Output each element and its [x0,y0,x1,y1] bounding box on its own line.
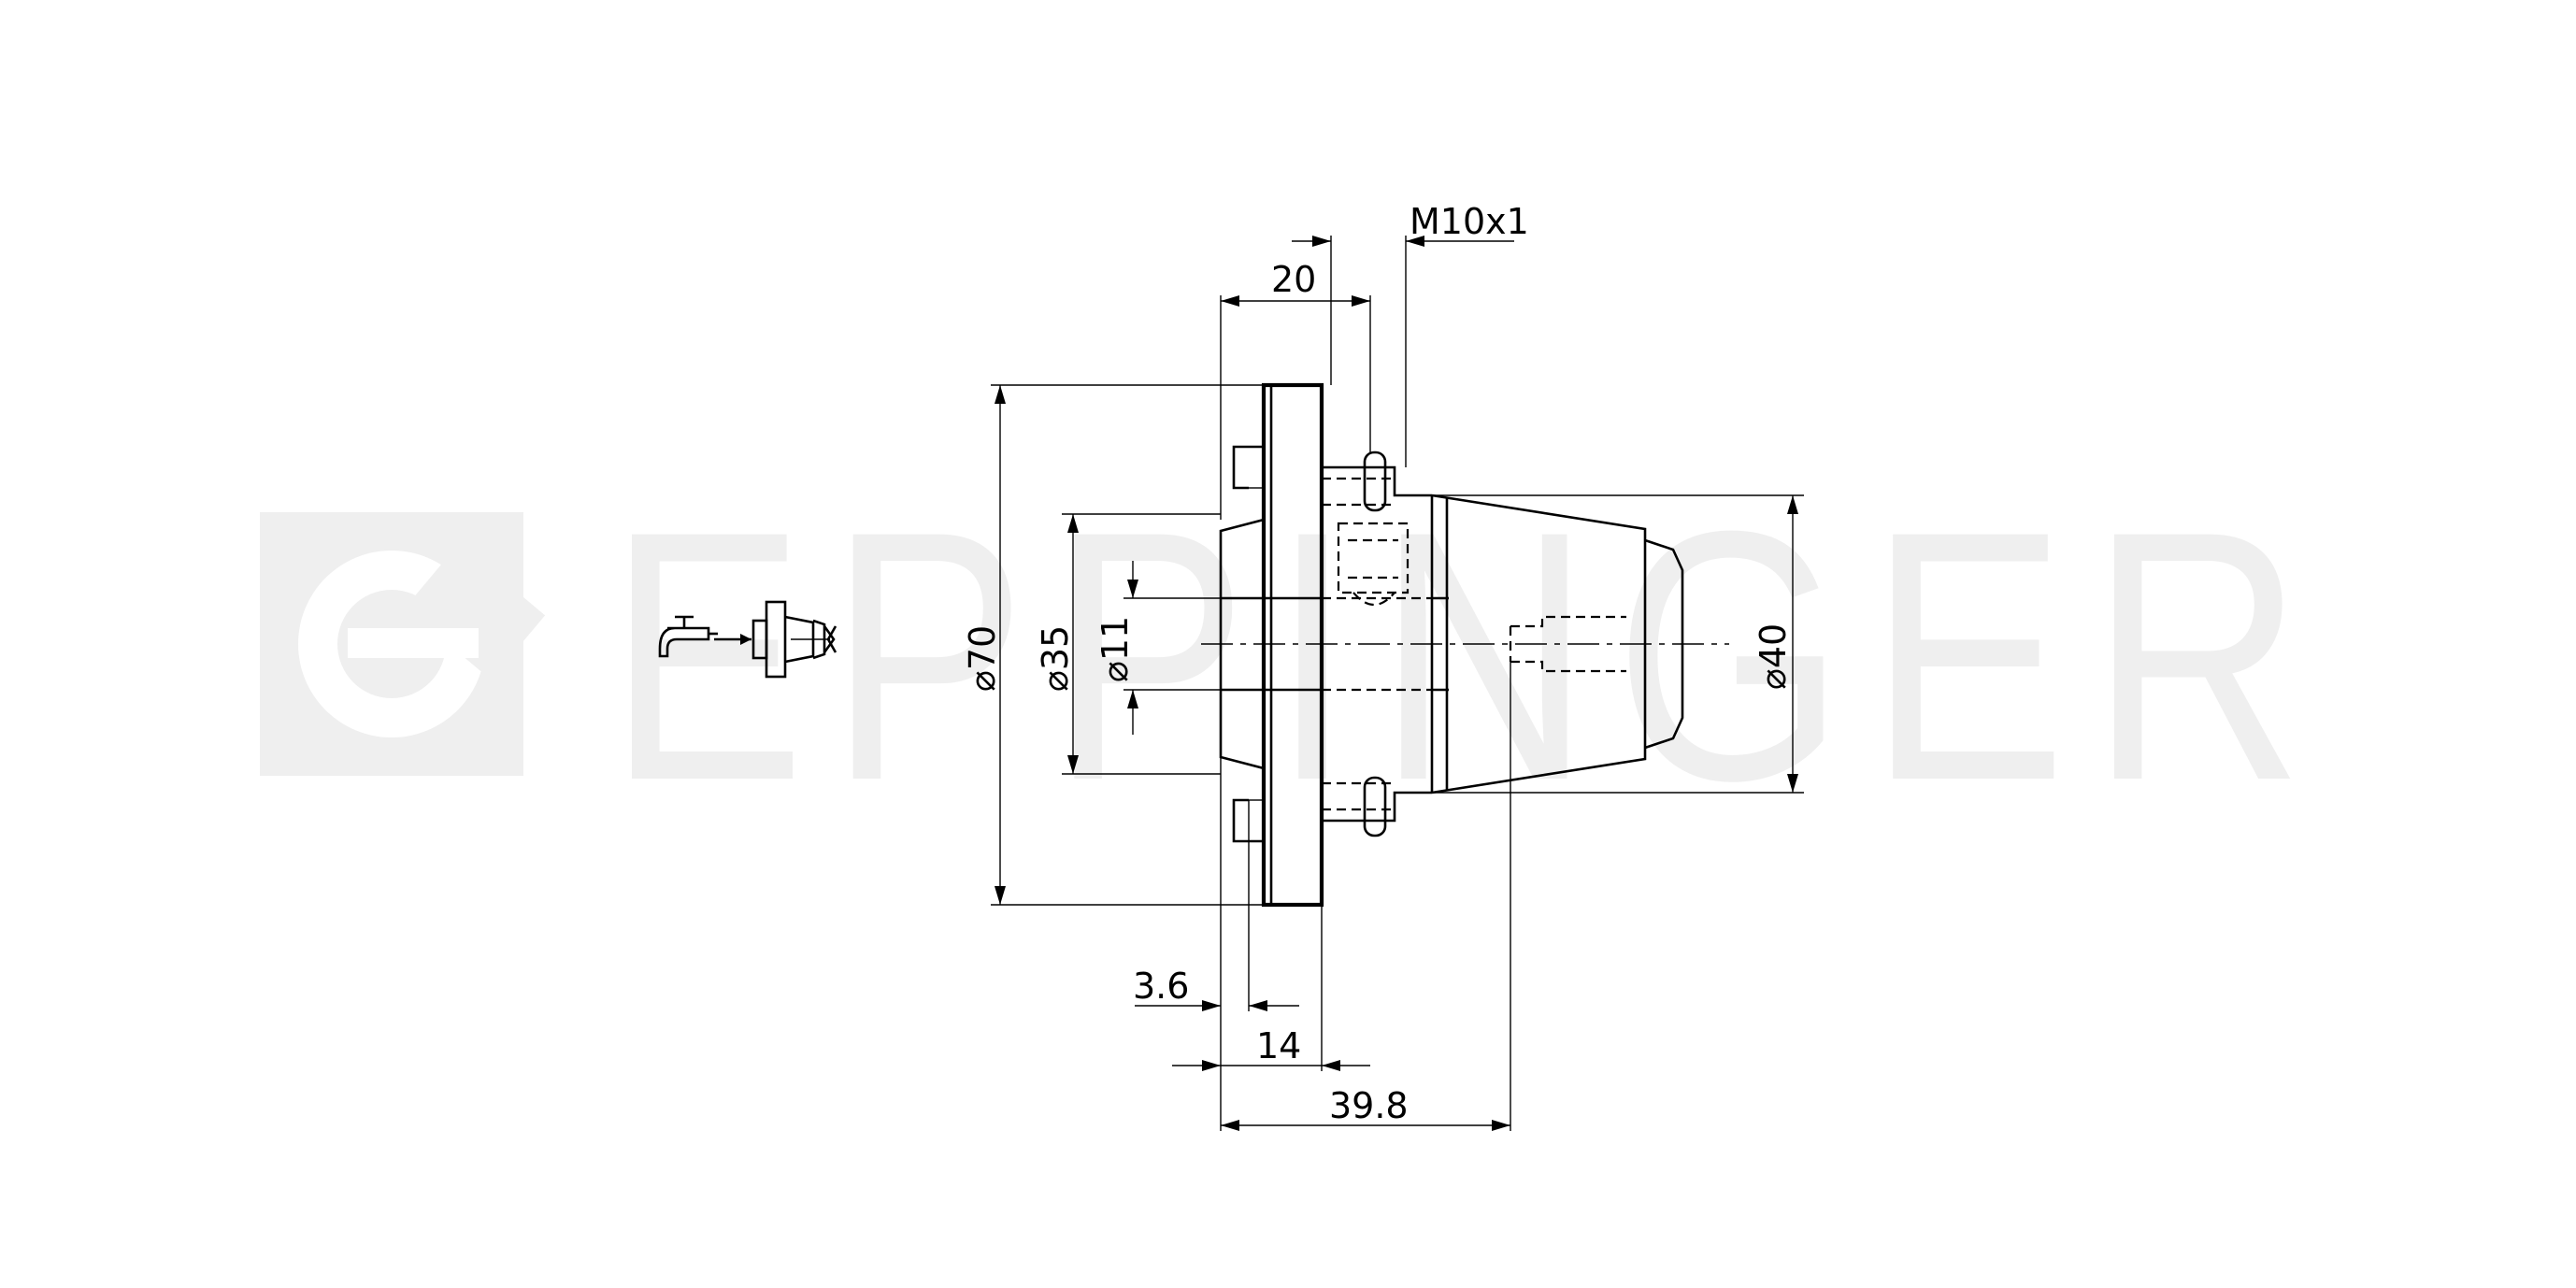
dim-thread-m10x1: M10x1 [1292,201,1529,467]
holder-body [1219,382,1684,908]
tool-holder-icon [714,600,837,679]
dim-label-70: ⌀70 [962,625,1003,692]
dim-label-39-8: 39.8 [1329,1085,1409,1126]
dim-diameter-35: ⌀35 [1035,513,1221,775]
dim-label-35: ⌀35 [1035,625,1076,692]
dim-label-40: ⌀40 [1753,623,1794,690]
watermark-logo-mark [298,543,546,737]
dim-length-20: 20 [1220,259,1371,520]
dim-diameter-11: ⌀11 [1095,561,1221,735]
dim-diameter-70: ⌀70 [962,384,1264,906]
dim-label-11: ⌀11 [1095,616,1136,682]
eppinger-watermark: EPPINGER [260,457,2327,854]
dim-length-14: 14 [1172,757,1370,1131]
dim-length-3-6: 3.6 [1133,800,1299,1011]
dim-label-20: 20 [1271,259,1316,300]
dim-length-39-8: 39.8 [1221,662,1511,1131]
dim-diameter-40: ⌀40 [1432,494,1804,794]
dim-label-14: 14 [1256,1025,1301,1066]
dim-label-thread: M10x1 [1410,201,1529,242]
dim-label-3-6: 3.6 [1133,966,1189,1007]
watermark-brand-text: EPPINGER [608,457,2327,854]
coolant-tap-icon [658,615,718,658]
